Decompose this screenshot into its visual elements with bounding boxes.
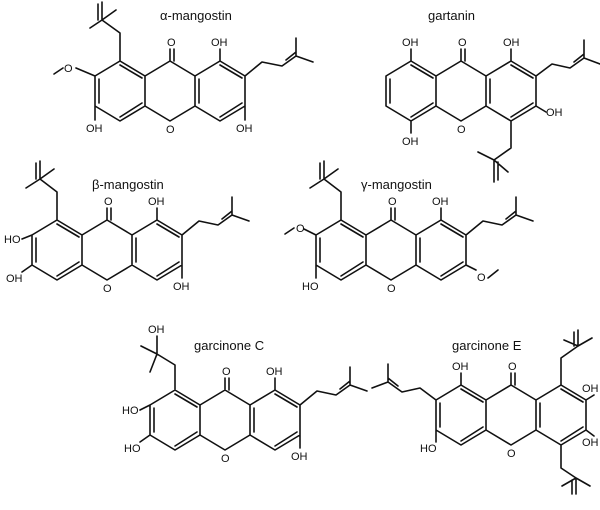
molecule-gartanin: gartanin O O OH OH OH OH bbox=[385, 8, 600, 183]
atom-label: O bbox=[167, 37, 176, 49]
atom-label: OH bbox=[291, 451, 308, 463]
atom-label: HO bbox=[420, 443, 437, 455]
molecule-alpha-mangostin: α-mangostin O O OH OH OH O bbox=[53, 1, 314, 136]
molecule-name: gartanin bbox=[428, 8, 475, 23]
atom-label: OH bbox=[432, 196, 449, 208]
molecule-name: garcinone C bbox=[194, 338, 264, 353]
atom-label: O bbox=[104, 196, 113, 208]
atom-label: O bbox=[222, 366, 231, 378]
atom-label: O bbox=[296, 223, 305, 235]
atom-label: OH bbox=[6, 273, 23, 285]
atom-label: O bbox=[477, 272, 486, 284]
atom-label: OH bbox=[402, 37, 419, 49]
molecule-name: γ-mangostin bbox=[361, 177, 432, 192]
atom-label: OH bbox=[582, 383, 599, 395]
molecule-name: β-mangostin bbox=[92, 177, 164, 192]
molecule-beta-mangostin: β-mangostin O O OH OH HO OH bbox=[4, 160, 250, 295]
atom-label: OH bbox=[266, 366, 283, 378]
atom-label: OH bbox=[173, 281, 190, 293]
molecule-garcinone-c: garcinone C OH O O OH OH HO HO bbox=[122, 324, 368, 465]
atom-label: OH bbox=[452, 361, 469, 373]
atom-label: O bbox=[166, 124, 175, 136]
atom-label: OH bbox=[503, 37, 520, 49]
atom-label: HO bbox=[302, 281, 319, 293]
atom-label: OH bbox=[148, 196, 165, 208]
atom-label: OH bbox=[236, 123, 253, 135]
atom-label: O bbox=[457, 124, 466, 136]
atom-label: OH bbox=[211, 37, 228, 49]
atom-label: OH bbox=[402, 136, 419, 148]
atom-label: HO bbox=[122, 405, 139, 417]
molecule-garcinone-e: garcinone E O O OH HO OH OH bbox=[371, 329, 599, 495]
atom-label: OH bbox=[148, 324, 165, 336]
atom-label: O bbox=[221, 453, 230, 465]
atom-label: O bbox=[508, 361, 517, 373]
atom-label: O bbox=[64, 63, 73, 75]
atom-label: O bbox=[507, 448, 516, 460]
atom-label: O bbox=[387, 283, 396, 295]
molecule-name: garcinone E bbox=[452, 338, 522, 353]
atom-label: HO bbox=[4, 234, 21, 246]
molecule-gamma-mangostin: γ-mangostin O O OH O HO O bbox=[284, 160, 534, 295]
atom-label: OH bbox=[582, 437, 599, 449]
atom-label: O bbox=[103, 283, 112, 295]
atom-label: OH bbox=[546, 107, 563, 119]
molecule-name: α-mangostin bbox=[160, 8, 232, 23]
atom-label: O bbox=[458, 37, 467, 49]
atom-label: OH bbox=[86, 123, 103, 135]
atom-label: HO bbox=[124, 443, 141, 455]
atom-label: O bbox=[388, 196, 397, 208]
